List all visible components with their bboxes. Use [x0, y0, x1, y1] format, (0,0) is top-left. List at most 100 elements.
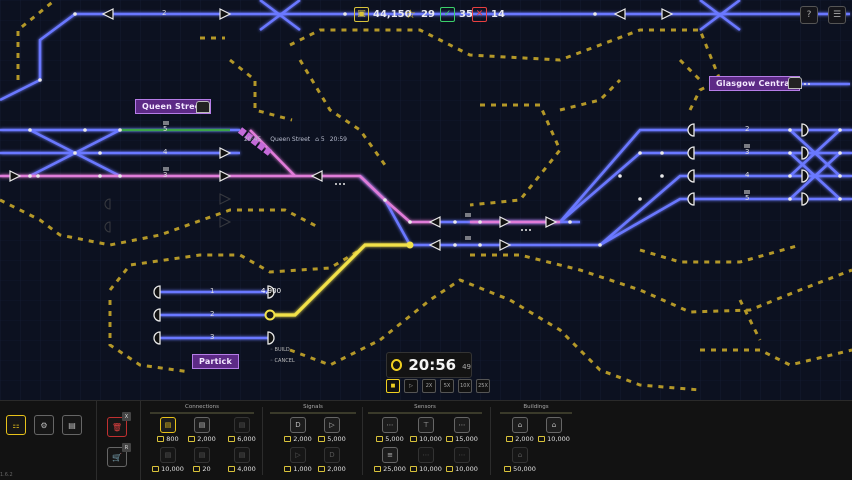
connection-tunnel[interactable]: ▤10,000: [142, 447, 194, 477]
track-number: 3: [163, 171, 168, 179]
connection-double[interactable]: ▤4,000: [216, 447, 268, 477]
star-counter: ☆ 29: [404, 5, 435, 23]
building-station[interactable]: ⌂2,000: [494, 417, 546, 447]
sensor-1[interactable]: ⋯5,000: [364, 417, 416, 447]
trash-icon: 🗑: [111, 422, 123, 432]
menu-icon: ☰: [832, 10, 842, 20]
track-number: 4: [163, 148, 168, 156]
speed-5x-button[interactable]: 5X: [440, 379, 454, 393]
build-toolbar: ⚏ ⚙ ▤ 🗑 X 🛒 R Connections ▤800 ▤2,000 ▤6…: [0, 400, 852, 480]
divider: [96, 401, 97, 480]
signal: [101, 8, 114, 20]
delete-button[interactable]: 🗑: [107, 417, 127, 437]
section-buildings: Buildings: [523, 404, 549, 410]
failed-value: 14: [491, 8, 505, 20]
railway-map[interactable]: [0, 0, 852, 400]
clock-icon: [391, 359, 403, 371]
money-value: 44,150: [373, 8, 412, 20]
signal: [9, 170, 22, 182]
star-value: 29: [421, 8, 435, 20]
terrain-boundaries: [0, 0, 852, 392]
train-consist[interactable]: [237, 127, 273, 156]
connection-bridge[interactable]: ▤20: [176, 447, 228, 477]
speed-2x-button[interactable]: 2X: [422, 379, 436, 393]
clock-seconds: 49: [462, 363, 471, 371]
star-icon: ☆: [405, 7, 416, 21]
speed-10x-button[interactable]: 10X: [458, 379, 472, 393]
schedule-icon: ▤: [68, 420, 76, 430]
help-button[interactable]: ?: [800, 6, 818, 24]
version-label: 1.6.2: [0, 472, 13, 478]
delete-hotkey: X: [122, 412, 131, 421]
signal: [613, 8, 626, 20]
coin-icon: ▣: [354, 6, 369, 22]
section-connections: Connections: [185, 404, 219, 410]
placement-preview-track: [270, 243, 410, 317]
settings-mode-button[interactable]: ⚙: [34, 415, 54, 435]
menu-button[interactable]: ☰: [828, 6, 846, 24]
cancel-hint: ◦ CANCEL: [270, 358, 295, 364]
connection-crossover[interactable]: ▤6,000: [216, 417, 268, 447]
track-tool-icon: ⚏: [12, 420, 20, 430]
section-signals: Signals: [303, 404, 323, 410]
build-mode-button[interactable]: ⚏: [6, 415, 26, 435]
signal: [428, 216, 441, 228]
sensor-3[interactable]: ⋯15,000: [436, 417, 488, 447]
section-sensors: Sensors: [414, 404, 436, 410]
buffer-stops: [153, 123, 809, 345]
station-partick[interactable]: Partick: [192, 354, 240, 369]
cart-icon: 🛒: [112, 452, 122, 462]
buy-button[interactable]: 🛒: [107, 447, 127, 467]
placement-node-end[interactable]: [406, 241, 414, 249]
station-building-icon: [788, 77, 802, 89]
track-number: 1: [210, 287, 215, 295]
signal-path[interactable]: ▷5,000: [306, 417, 358, 447]
station-building-icon: [196, 101, 210, 113]
sensor-6[interactable]: ⋯10,000: [436, 447, 488, 477]
connection-switch[interactable]: ▤2,000: [176, 417, 228, 447]
track-nodes: [28, 12, 842, 247]
sensor-4[interactable]: ≡25,000: [364, 447, 416, 477]
connection-straight[interactable]: ▤800: [142, 417, 194, 447]
signals[interactable]: [9, 8, 674, 251]
sensor-5[interactable]: ⋯10,000: [400, 447, 452, 477]
signal-one-way[interactable]: ▷1,000: [272, 447, 324, 477]
pause-button[interactable]: ■: [386, 379, 400, 393]
section-underline: [270, 412, 356, 414]
signal: [219, 170, 232, 182]
building-depot[interactable]: ⌂10,000: [528, 417, 580, 447]
train-info[interactable]: 20:45 Queen Street ⌂ 5 20:59: [236, 136, 347, 143]
train-platform: ⌂ 5: [315, 136, 325, 143]
schedule-mode-button[interactable]: ▤: [62, 415, 82, 435]
play-button[interactable]: ▷: [404, 379, 418, 393]
placement-cost: 4,900: [261, 287, 282, 295]
help-icon: ?: [806, 10, 812, 20]
track-number: 3: [210, 333, 215, 341]
track-number: 2: [210, 310, 215, 318]
sensor-2[interactable]: ⊤10,000: [400, 417, 452, 447]
station-queen-street[interactable]: Queen Street: [135, 99, 212, 114]
track-number: 3: [745, 148, 750, 156]
game-clock: 20:56 49: [386, 352, 472, 378]
signal: [499, 239, 512, 251]
buy-hotkey: R: [122, 443, 131, 452]
signal: [310, 170, 323, 182]
waiting-indicators: [335, 83, 810, 231]
gear-icon: ⚙: [40, 420, 48, 430]
divider: [262, 407, 263, 475]
speed-controls: ■ ▷ 2X 5X 10X 25X: [386, 379, 490, 393]
speed-25x-button[interactable]: 25X: [476, 379, 490, 393]
build-hint: ◦ BUILD: [270, 347, 290, 353]
clock-time: 20:56: [408, 356, 457, 374]
station-glasgow-central[interactable]: Glasgow Central: [709, 76, 800, 91]
signal: [219, 147, 232, 159]
divider: [140, 401, 141, 480]
check-icon: ✓: [440, 6, 455, 22]
building-terminal[interactable]: ⌂50,000: [494, 447, 546, 477]
train-arrival: 20:59: [329, 136, 347, 143]
money-counter: ▣ 44,150: [354, 5, 412, 23]
track-number: 2: [745, 125, 750, 133]
placement-node-start[interactable]: [264, 309, 276, 321]
